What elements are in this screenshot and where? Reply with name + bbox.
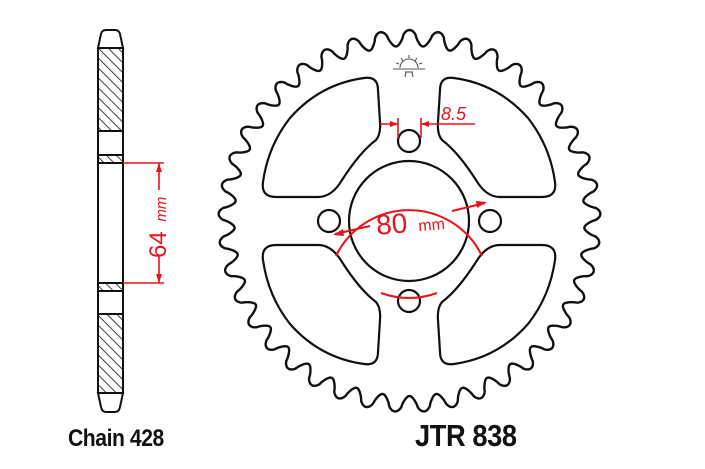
bolt-hole-top [396, 128, 422, 154]
chain-size-label: Chain 428 [68, 425, 164, 452]
bolt-holes [316, 128, 503, 314]
cutout-lower-left [261, 243, 382, 366]
bolt-hole-bottom [396, 288, 422, 314]
side-hub-bore [97, 162, 124, 284]
side-profile-view [96, 29, 125, 413]
side-bottom-tip [96, 392, 125, 413]
side-hatch-hub-bottom [97, 282, 124, 292]
bolt-hole-label: 8.5 [441, 104, 467, 124]
side-hatch-hub-top [97, 154, 124, 164]
center-bore [347, 159, 471, 283]
side-hatch-upper [97, 47, 124, 132]
side-top-tip [96, 29, 125, 49]
cutout-lower-right [436, 243, 557, 366]
sprocket-cutouts [261, 76, 557, 366]
part-number-label: JTR 838 [415, 418, 517, 453]
sprocket-front-view: 80 mm 8.5 [217, 28, 602, 413]
sprocket-teeth-outline [217, 28, 602, 413]
jt-sprockets-logo-icon [393, 55, 425, 78]
side-hatch-lower [97, 313, 124, 394]
thickness-dimension [123, 162, 164, 284]
cutout-upper-left [261, 76, 382, 199]
thickness-dimension-label: 64 mm [145, 197, 172, 258]
cutout-upper-right [436, 76, 557, 199]
bolt-hole-right [477, 208, 503, 234]
bolt-hole-left [316, 208, 342, 234]
pcd-label: 80 mm [375, 204, 446, 241]
